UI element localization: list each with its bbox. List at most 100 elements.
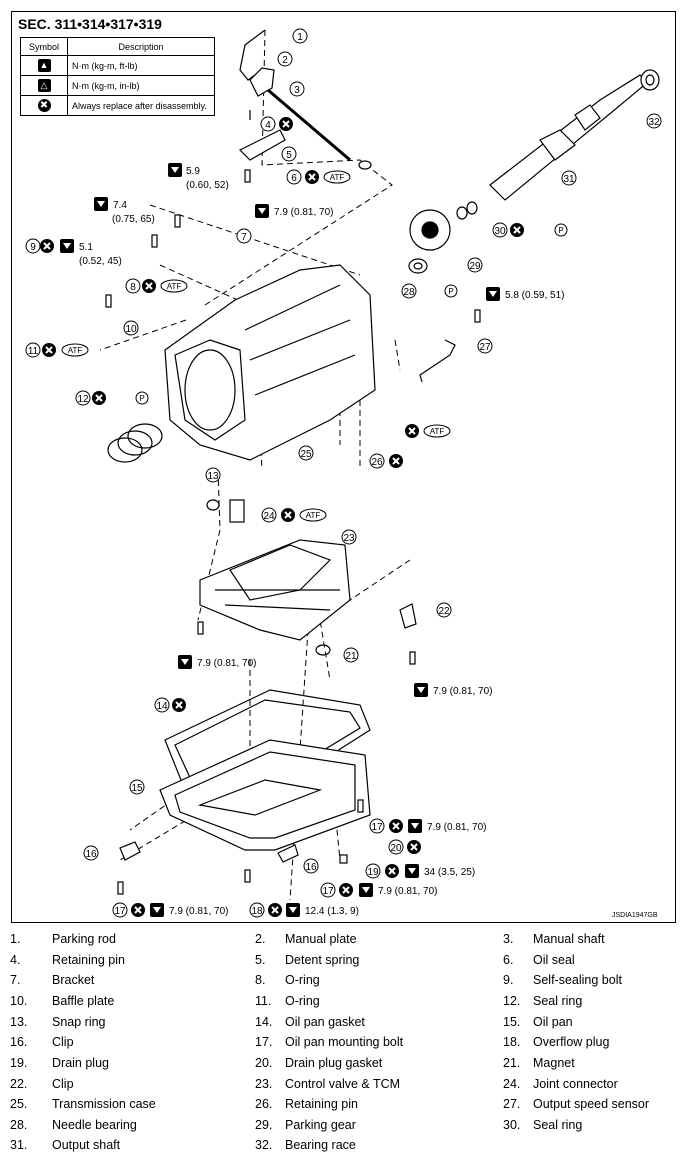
- part-number: 2.: [255, 932, 266, 946]
- part-name: Oil pan mounting bolt: [285, 1035, 404, 1049]
- part-number: 24.: [503, 1077, 521, 1091]
- svg-text:24: 24: [263, 511, 275, 522]
- part-name: Joint connector: [533, 1077, 618, 1091]
- part-name: Retaining pin: [52, 953, 125, 967]
- part-name: Output speed sensor: [533, 1097, 650, 1111]
- part-name: Magnet: [533, 1056, 575, 1070]
- part-number: 23.: [255, 1077, 273, 1091]
- oil-pan-assembly: [159, 644, 371, 851]
- torque-value: (0.75, 65): [112, 214, 155, 225]
- replace-x-icon: ✖: [37, 99, 51, 112]
- torque-value: (0.52, 45): [79, 256, 122, 267]
- svg-text:14: 14: [156, 701, 168, 712]
- svg-text:8: 8: [130, 282, 136, 293]
- svg-text:28: 28: [403, 287, 415, 298]
- svg-text:21: 21: [345, 651, 357, 662]
- torque-value: 34 (3.5, 25): [424, 867, 475, 878]
- atf-badges: ATF ATF ATF ATF ATF P P P: [61, 170, 568, 522]
- part-number: 16.: [10, 1035, 28, 1049]
- svg-text:6: 6: [291, 173, 297, 184]
- svg-text:22: 22: [438, 606, 450, 617]
- part-number-callouts: 1 2 3 4 5 6 7 8 9 10 11 12 13 14 15 16 1…: [25, 28, 662, 918]
- svg-text:10: 10: [125, 324, 137, 335]
- part-name: Bracket: [52, 973, 95, 987]
- part-number: 12.: [503, 994, 521, 1008]
- svg-text:19: 19: [367, 867, 379, 878]
- part-name: Detent spring: [285, 953, 360, 967]
- part-name: Snap ring: [52, 1015, 106, 1029]
- part-name: Overflow plug: [533, 1035, 610, 1049]
- svg-text:12: 12: [77, 394, 89, 405]
- torque-wrench-icon: ▲: [37, 59, 51, 72]
- svg-text:20: 20: [390, 843, 402, 854]
- part-number: 9.: [503, 973, 514, 987]
- svg-text:7: 7: [241, 232, 247, 243]
- part-number: 20.: [255, 1056, 273, 1070]
- svg-text:25: 25: [300, 449, 312, 460]
- svg-text:27: 27: [479, 342, 491, 353]
- section-title: SEC. 311•314•317•319: [18, 16, 162, 32]
- torque-wrench-small-icon: △: [37, 79, 51, 92]
- svg-text:18: 18: [251, 906, 263, 917]
- svg-text:5: 5: [286, 150, 292, 161]
- part-name: Transmission case: [52, 1097, 156, 1111]
- part-number: 27.: [503, 1097, 521, 1111]
- svg-text:23: 23: [343, 533, 355, 544]
- part-name: Seal ring: [533, 994, 583, 1008]
- part-number: 10.: [10, 994, 28, 1008]
- part-name: Oil seal: [533, 953, 575, 967]
- bolts: [105, 169, 481, 895]
- svg-text:32: 32: [648, 117, 660, 128]
- svg-text:3: 3: [294, 85, 300, 96]
- seal-rings: [107, 423, 245, 523]
- torque-value: 12.4 (1.3, 9): [305, 906, 359, 917]
- torque-value: 7.9 (0.81, 70): [169, 906, 228, 917]
- part-number: 17.: [255, 1035, 273, 1049]
- part-name: O-ring: [285, 973, 320, 987]
- svg-text:31: 31: [563, 174, 575, 185]
- p-label: P: [448, 287, 453, 296]
- atf-label: ATF: [430, 427, 445, 436]
- svg-text:13: 13: [207, 471, 219, 482]
- atf-label: ATF: [167, 282, 182, 291]
- part-number: 11.: [255, 994, 272, 1008]
- svg-text:17: 17: [322, 886, 334, 897]
- part-name: Retaining pin: [285, 1097, 358, 1111]
- figure-id: JSDIA1947GB: [612, 912, 658, 919]
- control-valve: [199, 539, 351, 641]
- legend-description: Always replace after disassembly.: [67, 95, 215, 116]
- manual-linkage: [238, 29, 372, 170]
- torque-value: (0.60, 52): [186, 180, 229, 191]
- svg-text:17: 17: [371, 822, 383, 833]
- part-name: Oil pan: [533, 1015, 573, 1029]
- svg-text:17: 17: [114, 906, 126, 917]
- part-number: 5.: [255, 953, 266, 967]
- part-number: 32.: [255, 1138, 273, 1152]
- svg-text:1: 1: [297, 32, 303, 43]
- transmission-case: [164, 264, 376, 461]
- part-number: 8.: [255, 973, 266, 987]
- torque-values: 5.9 (0.60, 52) 7.4 (0.75, 65) 5.1 (0.52,…: [79, 166, 564, 917]
- svg-text:30: 30: [494, 226, 506, 237]
- part-name: Parking rod: [52, 932, 116, 946]
- svg-text:4: 4: [265, 120, 271, 131]
- part-number: 6.: [503, 953, 514, 967]
- part-number: 26.: [255, 1097, 273, 1111]
- part-name: Parking gear: [285, 1118, 356, 1132]
- atf-label: ATF: [68, 346, 83, 355]
- part-number: 30.: [503, 1118, 521, 1132]
- svg-text:29: 29: [469, 261, 481, 272]
- part-number: 31.: [10, 1138, 28, 1152]
- torque-value: 7.4: [113, 200, 127, 211]
- symbol-legend: Symbol Description ▲ N·m (kg-m, ft-lb) △…: [20, 37, 215, 116]
- torque-value: 7.9 (0.81, 70): [433, 686, 492, 697]
- clips: [119, 603, 417, 863]
- svg-text:11: 11: [28, 346, 39, 357]
- svg-text:16: 16: [85, 849, 97, 860]
- svg-text:26: 26: [371, 457, 383, 468]
- part-number: 22.: [10, 1077, 28, 1091]
- part-name: O-ring: [285, 994, 320, 1008]
- svg-text:16: 16: [305, 862, 317, 873]
- part-number: 13.: [10, 1015, 28, 1029]
- torque-value: 5.8 (0.59, 51): [505, 290, 564, 301]
